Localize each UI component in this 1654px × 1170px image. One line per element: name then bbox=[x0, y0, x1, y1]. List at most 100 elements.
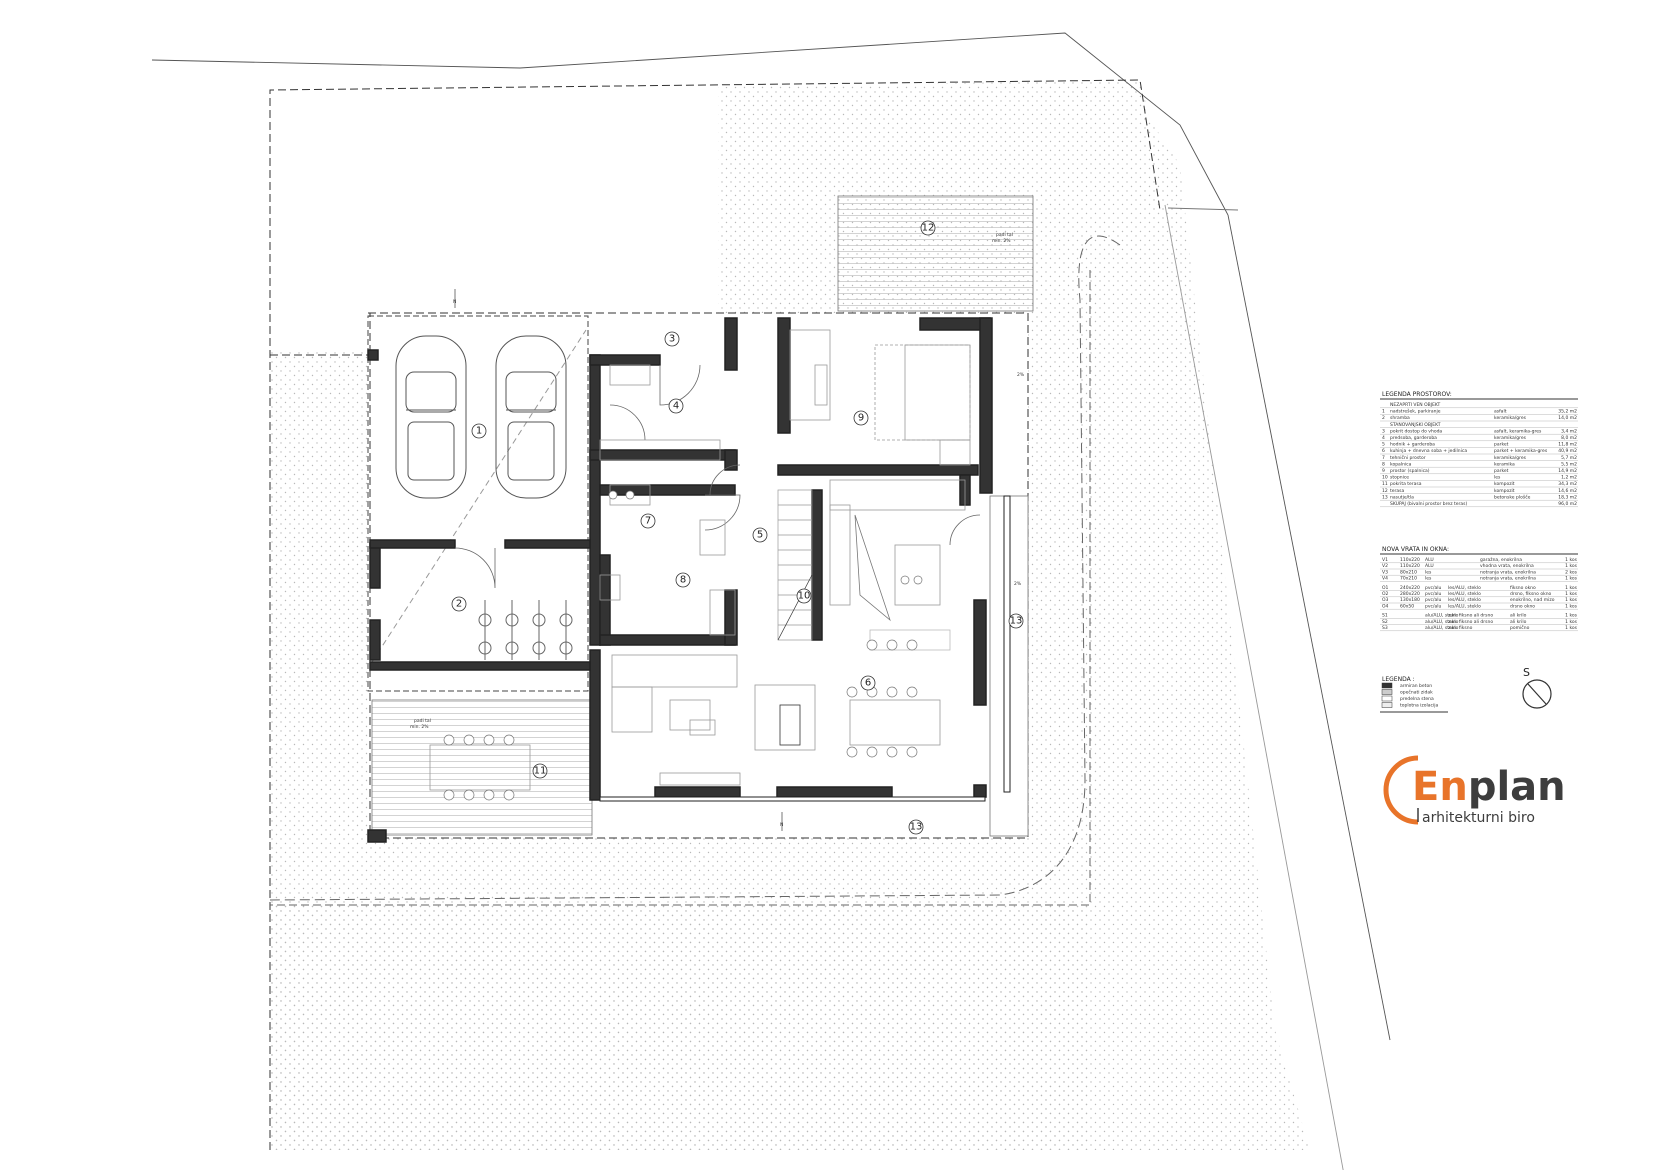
room-circle-icon bbox=[860, 675, 876, 691]
wall-swatch-icon bbox=[1381, 689, 1393, 695]
room-legend-cell: 35,2 m2 bbox=[1558, 409, 1577, 415]
room-legend-cell: STANOVANJSKI OBJEKT bbox=[1390, 422, 1441, 428]
doors-legend-cell: les/ALU, steklo bbox=[1448, 603, 1481, 609]
doors-legend-cell: S1 bbox=[1382, 613, 1388, 619]
room-circle-icon bbox=[451, 596, 467, 612]
doors-legend-cell: les/ALU, steklo bbox=[1448, 597, 1481, 603]
room-number-4: 4 bbox=[668, 398, 684, 414]
slope-note: 2% bbox=[1014, 581, 1022, 587]
doors-legend-cell: S2 bbox=[1382, 619, 1388, 625]
room-legend-cell: 13 bbox=[1382, 494, 1388, 500]
doors-legend-cell: 1 kos bbox=[1565, 557, 1577, 563]
doors-legend-cell: alu/ALU, steklo bbox=[1425, 613, 1459, 619]
room-number-7: 7 bbox=[640, 513, 656, 529]
room-legend-cell: shramba bbox=[1390, 415, 1410, 421]
room-legend-cell: 11,8 m2 bbox=[1558, 442, 1577, 448]
wall-swatch-icon bbox=[1381, 682, 1393, 689]
car-left bbox=[395, 335, 467, 499]
room-circle-icon bbox=[920, 220, 936, 236]
room-legend-title: LEGENDA PROSTOROV: bbox=[1382, 391, 1452, 398]
room-number-label: 13 bbox=[1010, 616, 1023, 627]
room-circle-icon bbox=[752, 527, 768, 543]
room-number-label: 13 bbox=[910, 822, 923, 833]
wall-legend-row: toplotna izolacija bbox=[1381, 702, 1439, 709]
room-legend-cell: nasutje/tla bbox=[1390, 494, 1414, 500]
doors-legend-cell: notranja vrata, enokrilna bbox=[1480, 569, 1536, 575]
room-circle-icon bbox=[471, 423, 487, 439]
doors-legend-cell: enokrilno, nad mizo bbox=[1510, 597, 1555, 603]
room-number-label: 6 bbox=[865, 678, 871, 689]
room-legend-cell: 14,9 m2 bbox=[1558, 468, 1577, 474]
doors-legend-cell: pvc/alu bbox=[1425, 591, 1442, 597]
doors-legend-cell: les bbox=[1425, 569, 1432, 575]
doors-legend-cell: 70x210 bbox=[1400, 576, 1417, 582]
doors-legend-cell: ALU bbox=[1425, 557, 1434, 563]
site-boundary bbox=[151, 32, 1391, 1170]
doors-legend-cell: O3 bbox=[1382, 597, 1389, 603]
room-number-12: 12 bbox=[920, 220, 936, 236]
doors-legend-cell: 2 kos bbox=[1565, 569, 1577, 575]
room-legend-cell: 9 bbox=[1382, 468, 1385, 474]
doors-legend-cell: 110x220 bbox=[1400, 557, 1420, 563]
wall-swatch-icon bbox=[1381, 702, 1393, 708]
doors-legend-cell: V1 bbox=[1382, 557, 1388, 563]
room-legend-cell: 2 bbox=[1382, 415, 1385, 421]
room-legend-cell: 14,6 m2 bbox=[1558, 488, 1577, 494]
doors-legend-cell: les bbox=[1425, 576, 1432, 582]
doors-legend-cell: 240x220 bbox=[1400, 585, 1420, 591]
room-legend-cell: pokrita terasa bbox=[1390, 481, 1422, 487]
room-legend-row: SKUPAJ (bivalni prostor brez teras)96,0 … bbox=[1380, 501, 1578, 507]
doors-legend-cell: pvc/alu bbox=[1425, 585, 1442, 591]
doors-legend-cell: 1 kos bbox=[1565, 625, 1577, 631]
room-number-label: 8 bbox=[680, 575, 686, 586]
room-number-label: 2 bbox=[456, 599, 462, 610]
room-legend-cell: keramika bbox=[1494, 461, 1515, 467]
logo-en: En bbox=[1412, 764, 1468, 810]
doors-legend-cell: V3 bbox=[1382, 569, 1388, 575]
north-compass: S bbox=[1522, 666, 1552, 709]
doors-legend-cell: zun. fiksno bbox=[1448, 625, 1473, 631]
compass-label: S bbox=[1523, 666, 1530, 679]
room-legend-cell: pokrit dostop do vhoda bbox=[1390, 428, 1442, 434]
room-legend-cell: 10 bbox=[1382, 475, 1388, 481]
wall-legend-row: opečnati zidak bbox=[1381, 689, 1433, 696]
room-legend-cell: prostor (spalnica) bbox=[1390, 468, 1430, 474]
wall-legend-row: armiran beton bbox=[1381, 682, 1432, 689]
room-legend-cell: keramika/gres bbox=[1494, 415, 1527, 421]
room-number-label: 9 bbox=[858, 413, 864, 424]
logo-plan: plan bbox=[1468, 764, 1566, 810]
room-legend-cell: 1,2 m2 bbox=[1561, 475, 1577, 481]
room-number-label: 7 bbox=[645, 516, 651, 527]
doors-legend-cell: alu/ALU, steklo bbox=[1425, 619, 1459, 625]
enplan-logo: Enplan arhitekturni biro bbox=[1383, 755, 1566, 826]
doors-legend-cell: V2 bbox=[1382, 563, 1388, 569]
room-legend-cell: 6 bbox=[1382, 448, 1385, 454]
doors-legend-cell: les/ALU, steklo bbox=[1448, 591, 1481, 597]
doors-legend-cell: 1 kos bbox=[1565, 619, 1577, 625]
slope-note: padi tal bbox=[414, 718, 431, 724]
doors-legend-cell: 1 kos bbox=[1565, 576, 1577, 582]
room-legend-cell: 18,3 m2 bbox=[1558, 494, 1577, 500]
room-legend-cell: parket bbox=[1494, 442, 1509, 448]
room-number-label: 12 bbox=[922, 223, 935, 234]
slope-note-value: min. 2% bbox=[410, 724, 429, 730]
car-right bbox=[495, 335, 567, 499]
room-legend-cell: 8,0 m2 bbox=[1561, 435, 1577, 441]
bicycles bbox=[478, 600, 573, 660]
